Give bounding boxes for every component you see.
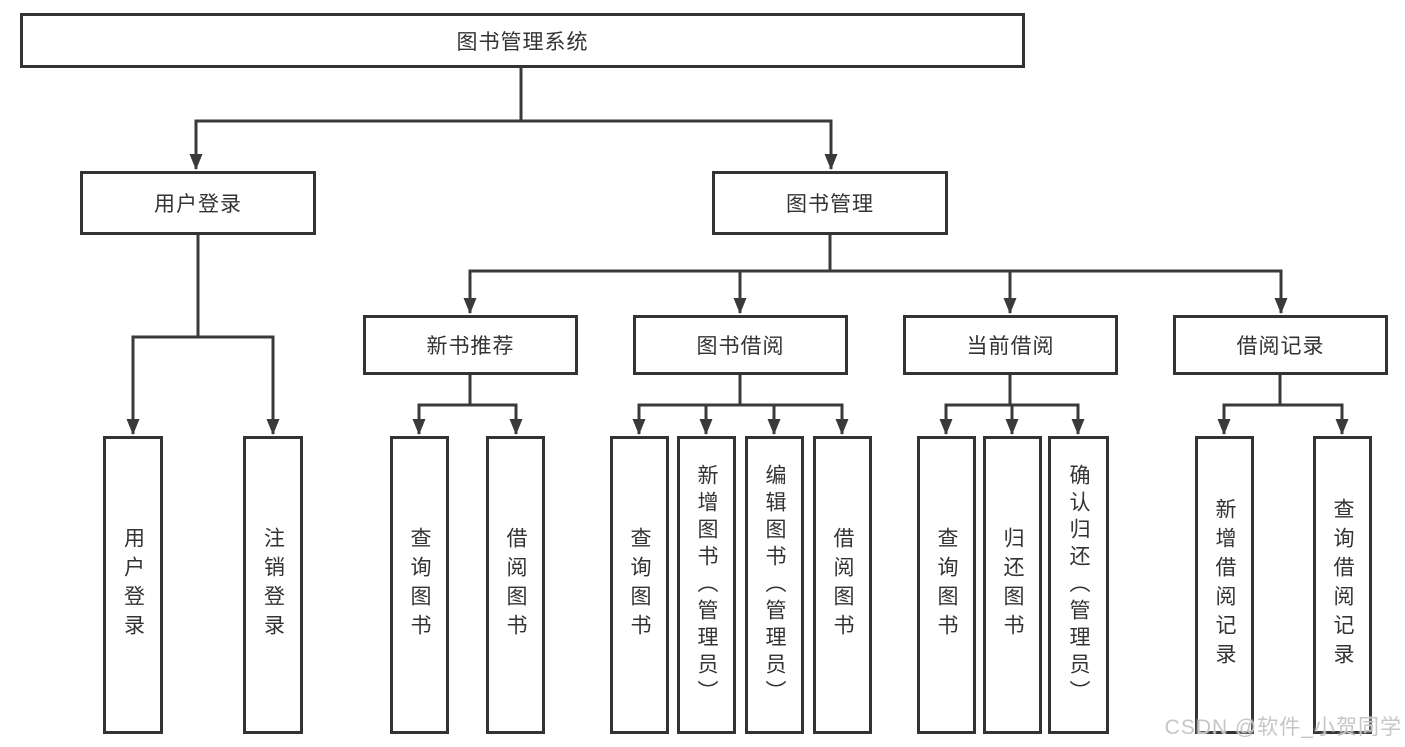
leaf-logout: 注销登录 [243, 436, 303, 734]
leaf-current-return-books: 归还图书 [983, 436, 1042, 734]
node-borrow-records: 借阅记录 [1173, 315, 1388, 375]
leaf-records-query-record: 查询借阅记录 [1313, 436, 1372, 734]
leaf-recommend-borrow-books: 借阅图书 [486, 436, 545, 734]
leaf-current-query-books: 查询图书 [917, 436, 976, 734]
leaf-current-confirm-return-admin: 确认归还（管理员） [1048, 436, 1109, 734]
leaf-recommend-query-books: 查询图书 [390, 436, 449, 734]
recommend-bus [412, 403, 523, 435]
node-new-book-recommend: 新书推荐 [363, 315, 578, 375]
leaf-borrow-query-books: 查询图书 [610, 436, 669, 734]
leaf-records-add-record: 新增借阅记录 [1195, 436, 1254, 734]
level3-bus [463, 269, 1288, 314]
leaf-borrow-add-books-admin: 新增图书（管理员） [677, 436, 736, 734]
node-root: 图书管理系统 [20, 13, 1025, 68]
node-current-borrow: 当前借阅 [903, 315, 1118, 375]
level2-bus [189, 119, 838, 170]
leaf-borrow-edit-books-admin: 编辑图书（管理员） [745, 436, 804, 734]
watermark-text: CSDN @软件_小贺同学 [1164, 716, 1402, 739]
records-bus [1217, 403, 1349, 435]
leaf-borrow-borrow-books: 借阅图书 [813, 436, 872, 734]
borrow-bus [632, 403, 849, 435]
node-book-borrow: 图书借阅 [633, 315, 848, 375]
leaf-user-login: 用户登录 [103, 436, 163, 734]
node-book-management: 图书管理 [712, 171, 948, 235]
node-user-login: 用户登录 [80, 171, 316, 235]
login-bus [126, 335, 280, 435]
